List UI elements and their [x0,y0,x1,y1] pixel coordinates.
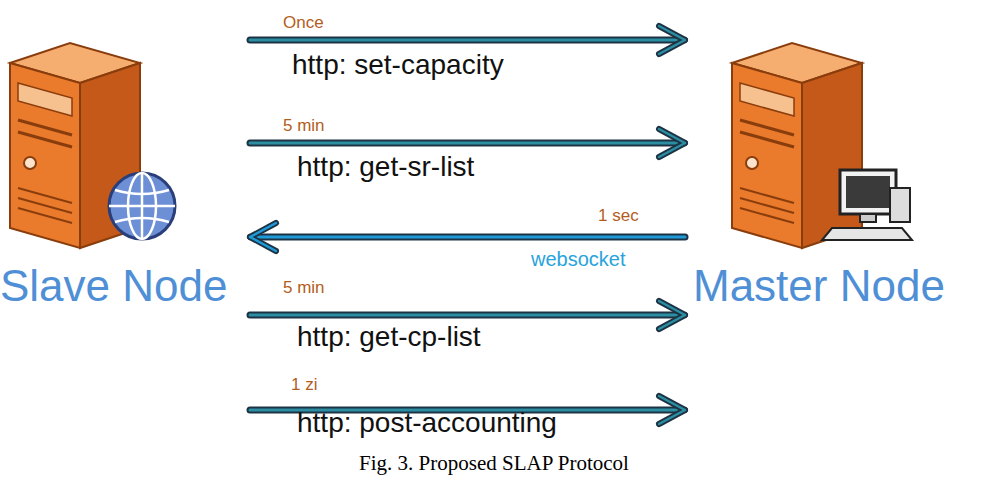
server-node: Slave Node [0,10,250,440]
server-icon [722,28,922,258]
node-title: Master Node [693,262,945,310]
message-label: http: get-cp-list [297,322,481,353]
message-label: http: get-sr-list [297,152,474,183]
message-label: websocket [531,248,626,270]
node-title: Slave Node [0,262,227,310]
message-arrow [250,223,685,251]
figure-caption: Fig. 3. Proposed SLAP Protocol [0,451,988,476]
server-icon [0,28,200,258]
message-label: http: post-accounting [297,408,557,439]
frequency-label: Once [283,14,324,33]
frequency-label: 1 zi [291,376,317,395]
frequency-label: 5 min [283,279,325,298]
frequency-label: 5 min [283,117,325,136]
server-node: Master Node [685,10,988,440]
frequency-label: 1 sec [598,207,639,226]
message-label: http: set-capacity [292,50,504,81]
